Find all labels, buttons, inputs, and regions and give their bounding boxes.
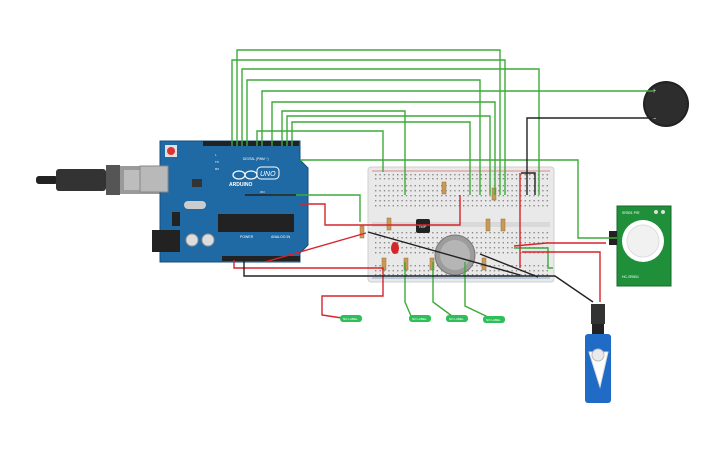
green-wires[interactable]: [231, 49, 654, 319]
pir-label-top: SR501 PIR: [622, 211, 640, 215]
atmega-chip: [218, 214, 294, 232]
red-wires[interactable]: [233, 173, 606, 319]
svg-text:NO LABEL: NO LABEL: [449, 317, 464, 321]
arduino-board[interactable]: ARDUINO UNO DIGITAL (PWM ~) POWER ANALOG…: [139, 140, 309, 263]
piezo-buzzer[interactable]: + −: [643, 81, 689, 127]
temp-sensor-label: TMP: [418, 224, 427, 229]
svg-text:NO LABEL: NO LABEL: [486, 318, 501, 322]
black-wires[interactable]: [243, 117, 654, 303]
red-led[interactable]: [391, 242, 399, 254]
temp-sensor[interactable]: TMP: [416, 219, 430, 233]
rx-label: RX: [215, 167, 219, 171]
net-label-3[interactable]: NO LABEL: [446, 315, 468, 322]
power-label: POWER: [240, 235, 254, 239]
digital-header: [203, 141, 299, 146]
buzzer-plus-label: +: [652, 88, 656, 95]
net-label-1[interactable]: NO LABEL: [340, 315, 362, 322]
arduino-model: UNO: [260, 171, 276, 178]
reset-button[interactable]: [165, 145, 177, 157]
digital-label: DIGITAL (PWM ~): [243, 157, 269, 161]
arduino-brand: ARDUINO: [229, 182, 252, 188]
power-analog-header: [222, 256, 300, 261]
buzzer-minus-label: −: [652, 116, 656, 123]
breadboard[interactable]: [367, 166, 555, 283]
usb-jack: [139, 165, 169, 193]
pir-label-bottom: HC-SR501: [622, 275, 639, 279]
resistors: [359, 181, 506, 271]
svg-text:NO LABEL: NO LABEL: [412, 317, 427, 321]
l-label: L: [215, 153, 217, 157]
pir-sensor[interactable]: SR501 PIR HC-SR501: [609, 205, 672, 287]
dc-jack: [152, 230, 180, 252]
tx-label: TX: [215, 160, 219, 164]
net-label-4[interactable]: NO LABEL: [483, 316, 505, 323]
svg-text:NO LABEL: NO LABEL: [343, 317, 358, 321]
gas-sensor[interactable]: [434, 234, 476, 276]
net-label-2[interactable]: NO LABEL: [409, 315, 431, 322]
analog-label: ANALOG IN: [271, 235, 291, 239]
on-label: ON: [260, 190, 265, 194]
servo-motor[interactable]: [585, 304, 611, 403]
